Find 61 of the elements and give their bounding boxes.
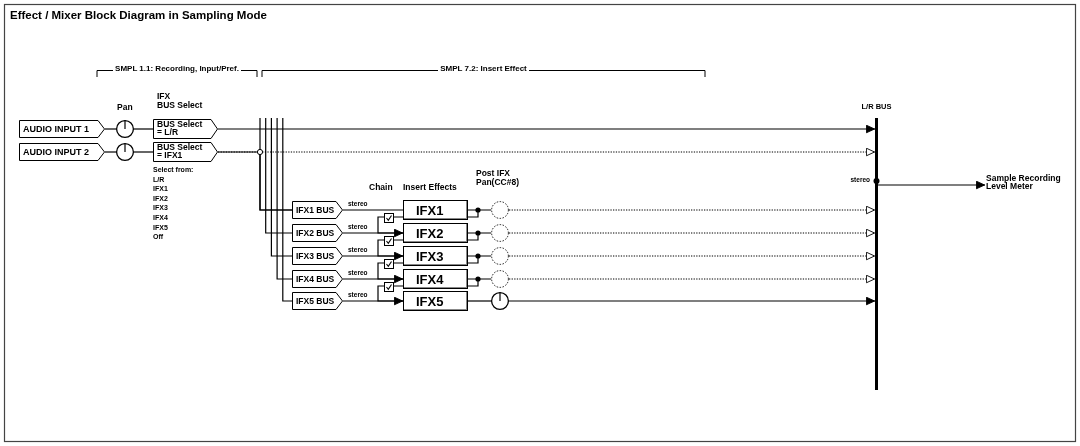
connector xyxy=(217,151,293,211)
diagram-title: Effect / Mixer Block Diagram in Sampling Mode xyxy=(10,9,267,22)
section-label: SMPL 7.2: Insert Effect xyxy=(438,65,529,74)
pan-knob-inactive xyxy=(491,224,509,242)
box-label: IFX5 BUS xyxy=(296,296,335,306)
box-label: IFX2 xyxy=(416,227,444,240)
connector xyxy=(467,232,492,241)
connector xyxy=(467,255,492,264)
connector xyxy=(467,300,492,302)
effect-box xyxy=(403,223,468,243)
connector xyxy=(467,209,492,218)
box-label: IFX4 BUS xyxy=(296,274,335,284)
box-label: IFX2 BUS xyxy=(296,228,335,238)
box-label: AUDIO INPUT 2 xyxy=(23,147,89,157)
input-box xyxy=(19,143,105,161)
box-label: BUS Select = L/R xyxy=(157,120,203,137)
box-label: IFX1 BUS xyxy=(296,205,335,215)
bus-box xyxy=(292,224,343,242)
pan-knob xyxy=(116,120,134,138)
effect-box xyxy=(403,246,468,266)
bus-box xyxy=(292,292,343,310)
input-box xyxy=(19,120,105,138)
box-label: IFX4 xyxy=(416,273,444,286)
output-label: Sample Recording Level Meter xyxy=(986,174,1062,191)
box-label: AUDIO INPUT 1 xyxy=(23,124,89,134)
pan-knob-inactive xyxy=(491,201,509,219)
column-label: Pan xyxy=(117,103,133,112)
pan-knob-inactive xyxy=(491,270,509,288)
effect-box xyxy=(403,200,468,220)
connector xyxy=(377,285,404,306)
box-label: BUS Select = IFX1 xyxy=(157,143,203,160)
connector xyxy=(342,209,404,211)
bus-select-box xyxy=(153,142,218,162)
connector xyxy=(877,180,986,190)
bus-select-box xyxy=(153,119,218,139)
connector xyxy=(377,239,404,261)
effect-box xyxy=(403,291,468,311)
bus-box xyxy=(292,270,343,288)
connector xyxy=(377,262,404,284)
bus-box xyxy=(292,201,343,219)
section-label: SMPL 1.1: Recording, Input/Pref. xyxy=(113,65,241,74)
connector xyxy=(508,205,876,215)
connector xyxy=(104,151,117,153)
column-label: Chain xyxy=(369,183,393,192)
effect-box xyxy=(403,269,468,289)
box-label: IFX3 BUS xyxy=(296,251,335,261)
connector xyxy=(133,151,154,153)
connector xyxy=(104,128,117,130)
connector xyxy=(467,278,492,287)
column-label: IFX BUS Select xyxy=(157,92,203,110)
connector xyxy=(133,128,154,130)
column-label: Post IFX Pan(CC#8) xyxy=(476,169,520,187)
pan-knob-inactive xyxy=(491,247,509,265)
box-label: IFX3 xyxy=(416,250,444,263)
box-label: IFX1 xyxy=(416,204,444,217)
box-label: IFX5 xyxy=(416,295,444,308)
column-label: Insert Effects xyxy=(403,183,457,192)
pan-knob xyxy=(491,292,509,310)
connector xyxy=(377,216,404,238)
bus-box xyxy=(292,247,343,265)
pan-knob xyxy=(116,143,134,161)
